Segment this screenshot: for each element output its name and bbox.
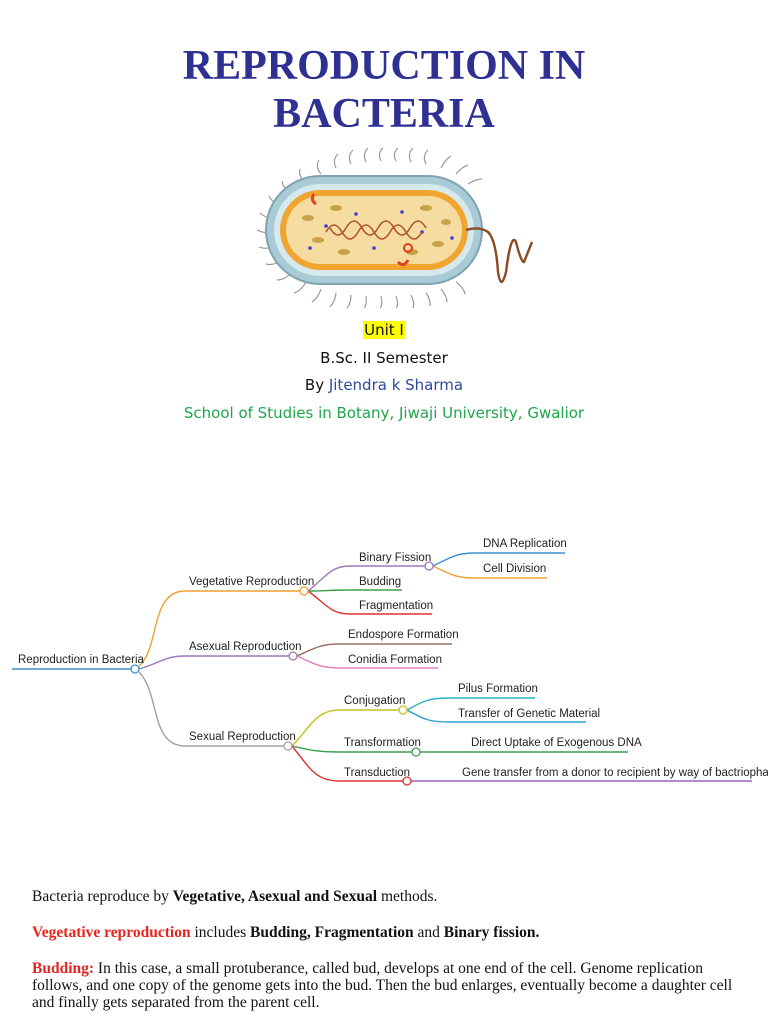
node-transformation: Transformation bbox=[344, 737, 421, 749]
node-root: Reproduction in Bacteria bbox=[18, 654, 145, 666]
node-direct-uptake: Direct Uptake of Exogenous DNA bbox=[471, 737, 642, 749]
budding-paragraph: Budding: In this case, a small protubera… bbox=[32, 960, 752, 1011]
methods-bold: Vegetative, Asexual and Sexual bbox=[172, 888, 378, 905]
node-dna-replication: DNA Replication bbox=[483, 538, 567, 550]
node-cell-division: Cell Division bbox=[483, 563, 546, 575]
node-vegetative: Vegetative Reproduction bbox=[189, 576, 314, 588]
node-conidia: Conidia Formation bbox=[348, 654, 442, 666]
intro-text-end: methods. bbox=[377, 888, 438, 905]
title-line-2: BACTERIA bbox=[273, 91, 495, 137]
bacterium-illustration bbox=[256, 148, 534, 308]
node-conjugation: Conjugation bbox=[344, 695, 405, 707]
intro-paragraph: Bacteria reproduce by Vegetative, Asexua… bbox=[32, 888, 752, 905]
intro-text: Bacteria reproduce by bbox=[32, 888, 173, 905]
budding-term: Budding: bbox=[32, 960, 95, 977]
binary-fission-term: Binary fission. bbox=[443, 924, 540, 941]
node-asexual: Asexual Reproduction bbox=[189, 641, 302, 653]
vegetative-paragraph: Vegetative reproduction includes Budding… bbox=[32, 924, 752, 941]
node-binary-fission: Binary Fission bbox=[359, 552, 431, 564]
mind-map: Reproduction in Bacteria Vegetative Repr… bbox=[12, 538, 768, 786]
node-gene-transfer: Gene transfer from a donor to recipient … bbox=[462, 767, 768, 779]
vegetative-term: Vegetative reproduction bbox=[32, 924, 191, 941]
node-fragmentation: Fragmentation bbox=[359, 600, 433, 612]
node-endospore: Endospore Formation bbox=[348, 629, 459, 641]
title-line-1: REPRODUCTION IN bbox=[182, 43, 586, 89]
node-pilus: Pilus Formation bbox=[458, 683, 538, 695]
vegetative-and: and bbox=[413, 924, 444, 941]
node-budding: Budding bbox=[359, 576, 401, 588]
school-name: School of Studies in Botany, Jiwaji Univ… bbox=[183, 404, 585, 422]
unit-label: Unit I bbox=[363, 321, 405, 339]
vegetative-includes: includes bbox=[190, 924, 250, 941]
node-transfer-material: Transfer of Genetic Material bbox=[458, 708, 600, 720]
budding-description: In this case, a small protuberance, call… bbox=[32, 960, 733, 1011]
author-line: By Jitendra k Sharma bbox=[0, 375, 768, 395]
node-sexual: Sexual Reproduction bbox=[189, 731, 296, 743]
author-name: Jitendra k Sharma bbox=[328, 376, 464, 394]
semester-label: B.Sc. II Semester bbox=[320, 349, 448, 367]
node-transduction: Transduction bbox=[344, 767, 410, 779]
vegetative-types: Budding, Fragmentation bbox=[249, 924, 414, 941]
by-prefix: By bbox=[304, 376, 329, 394]
